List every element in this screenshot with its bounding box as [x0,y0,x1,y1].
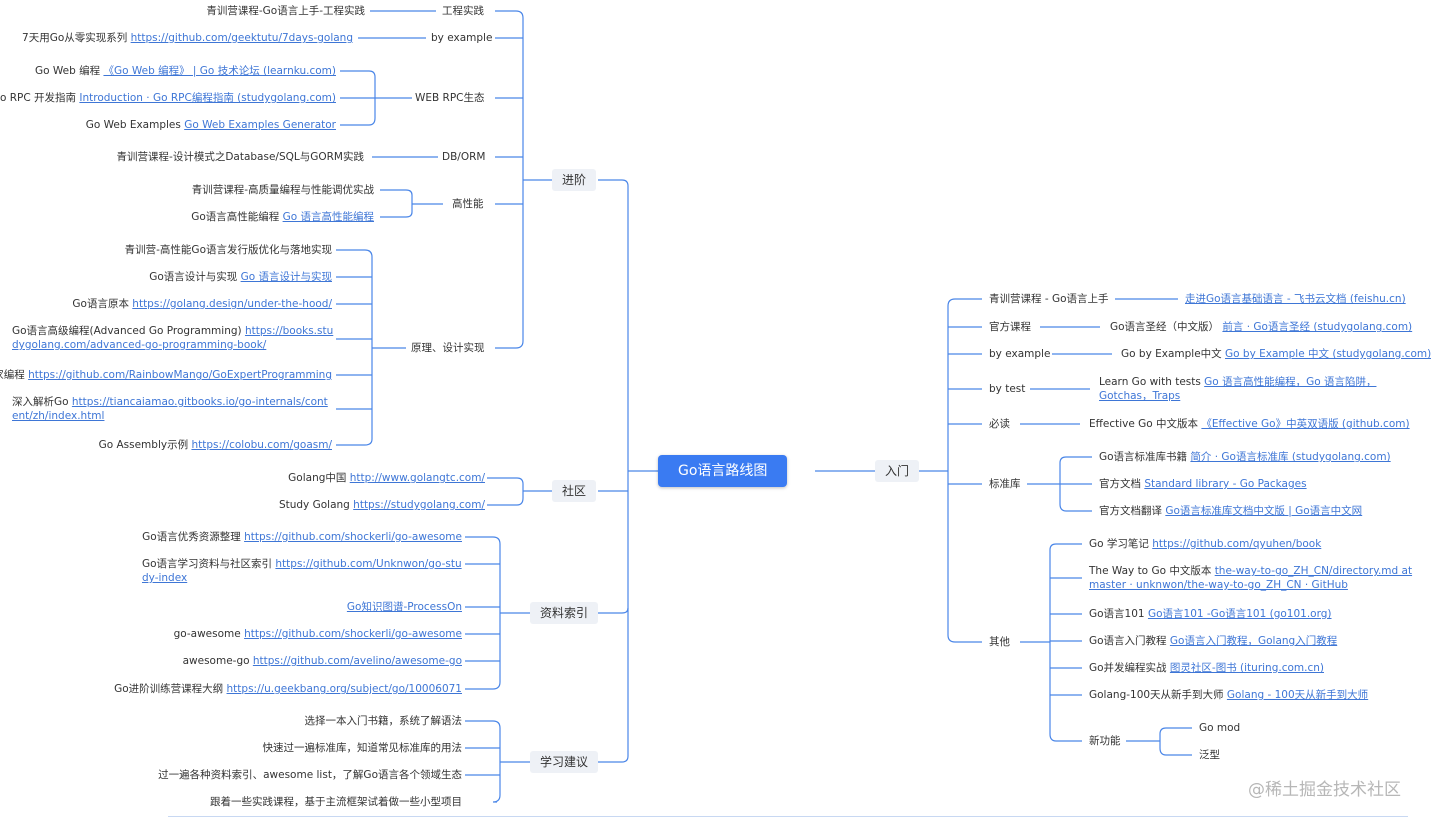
leaf-other-2: The Way to Go 中文版本 the-way-to-go_ZH_CN/d… [1089,565,1413,591]
link[interactable]: 《Effective Go》中英双语版 (github.com) [1201,418,1410,430]
sub-qingxun[interactable]: 青训营课程 - Go语言上手 [989,293,1109,305]
leaf-stdlib-3: 官方文档翻译 Go语言标准库文档中文版 | Go语言中文网 [1099,505,1363,517]
sub-guanfang[interactable]: 官方课程 [989,321,1031,333]
leaf-shequ-2: Study Golang https://studygolang.com/ [278,499,485,511]
leaf-jianyi-3: 过一遍各种资料索引、awesome list，了解Go语言各个领域生态 [158,769,462,781]
leaf-perf-1: 青训营课程-高质量编程与性能调优实战 [191,184,374,196]
sub-other[interactable]: 其他 [989,636,1010,648]
leaf-other-1: Go 学习笔记 https://github.com/qyuhen/book [1089,538,1322,550]
leaf-perf-2: Go语言高性能编程 Go 语言高性能编程 [191,211,374,223]
link[interactable]: https://github.com/avelino/awesome-go [252,655,462,667]
link[interactable]: 简介 · Go语言标准库 (studygolang.com) [1190,451,1391,463]
link[interactable]: Golang - 100天从新手到大师 [1226,689,1369,701]
category-jinjie[interactable]: 进阶 [552,169,597,191]
leaf-practice-1: 青训营课程-Go语言上手-工程实践 [206,5,365,17]
link[interactable]: Introduction · Go RPC编程指南 (studygolang.c… [79,92,336,104]
link[interactable]: https://golang.design/under-the-hood/ [132,298,332,310]
link[interactable]: Go 语言设计与实现 [240,271,332,283]
leaf-guanfang-1: Go语言圣经（中文版） 前言 · Go语言圣经 (studygolang.com… [1110,321,1413,333]
leaf-webrpc-2: Go RPC 开发指南 Introduction · Go RPC编程指南 (s… [0,92,336,104]
leaf-newfeature-2: 泛型 [1199,749,1220,761]
link[interactable]: https://github.com/shockerli/go-awesome [244,628,462,640]
sub-bidu[interactable]: 必读 [989,418,1010,430]
leaf-webrpc-3: Go Web Examples Go Web Examples Generato… [85,119,336,131]
leaf-byexample-r-1: Go by Example中文 Go by Example 中文 (studyg… [1121,348,1431,360]
leaf-principle-4: Go语言高级编程(Advanced Go Programming) https:… [12,325,334,351]
category-rumen[interactable]: 入门 [875,460,920,482]
link[interactable]: 前言 · Go语言圣经 (studygolang.com) [1222,321,1413,333]
link[interactable]: Standard library - Go Packages [1144,478,1307,490]
link[interactable]: http://www.golangtc.com/ [349,472,485,484]
leaf-byexample-1: 7天用Go从零实现系列 https://github.com/geektutu/… [22,32,353,44]
leaf-newfeature-1: Go mod [1199,722,1241,734]
leaf-jianyi-4: 跟着一些实践课程，基于主流框架试着做一些小型项目 [210,796,462,808]
link[interactable]: https://u.geekbang.org/subject/go/100060… [226,683,462,695]
link[interactable]: https://github.com/Unknwon/go-study-inde… [142,558,462,584]
category-shequ[interactable]: 社区 [552,480,597,502]
leaf-stdlib-2: 官方文档 Standard library - Go Packages [1099,478,1307,490]
leaf-other-4: Go语言入门教程 Go语言入门教程，Golang入门教程 [1089,635,1338,647]
link[interactable]: https://colobu.com/goasm/ [191,439,332,451]
link[interactable]: the-way-to-go_ZH_CN/directory.md at mast… [1089,565,1413,591]
leaf-jianyi-1: 选择一本入门书籍，系统了解语法 [304,715,463,727]
leaf-principle-1: 青训营-高性能Go语言发行版优化与落地实现 [124,244,332,256]
link[interactable]: Go Web Examples Generator [184,119,336,131]
link[interactable]: Go语言101 -Go语言101 (go101.org) [1147,608,1332,620]
leaf-bidu-1: Effective Go 中文版本 《Effective Go》中英双语版 (g… [1089,418,1410,430]
link[interactable]: https://github.com/geektutu/7days-golang [130,32,353,44]
sub-byexample-r[interactable]: by example [989,348,1051,360]
leaf-ziliao-1: Go语言优秀资源整理 https://github.com/shockerli/… [142,531,462,543]
link[interactable]: Go by Example 中文 (studygolang.com) [1225,348,1431,360]
leaf-principle-2: Go语言设计与实现 Go 语言设计与实现 [149,271,332,283]
leaf-ziliao-5: awesome-go https://github.com/avelino/aw… [182,655,462,667]
link[interactable]: Go 语言高性能编程，Go 语言陷阱，Gotchas，Traps [1099,376,1377,402]
watermark: @稀土掘金技术社区 [1248,780,1401,800]
leaf-shequ-1: Golang中国 http://www.golangtc.com/ [288,472,485,484]
link[interactable]: https://github.com/RainbowMango/GoExpert… [28,369,332,381]
sub-practice[interactable]: 工程实践 [442,5,484,17]
leaf-other-3: Go语言101 Go语言101 -Go语言101 (go101.org) [1089,608,1332,620]
leaf-other-5: Go并发编程实战 图灵社区-图书 (ituring.com.cn) [1089,662,1324,674]
leaf-ziliao-4: go-awesome https://github.com/shockerli/… [173,628,462,640]
category-ziliao[interactable]: 资料索引 [530,602,599,624]
link[interactable]: 《Go Web 编程》 | Go 技术论坛 (learnku.com) [103,65,336,77]
sub-db[interactable]: DB/ORM [442,151,486,163]
link[interactable]: Go语言标准库文档中文版 | Go语言中文网 [1165,505,1363,517]
category-jianyi[interactable]: 学习建议 [530,751,599,773]
sub-perf[interactable]: 高性能 [452,198,484,210]
link[interactable]: Go语言入门教程，Golang入门教程 [1169,635,1338,647]
sub-bytest[interactable]: by test [989,383,1026,395]
leaf-qingxun-1: 走进Go语言基础语言 - 飞书云文档 (feishu.cn) [1185,292,1406,306]
leaf-db-1: 青训营课程-设计模式之Database/SQL与GORM实践 [116,151,364,163]
root-node[interactable]: Go语言路线图 [658,455,788,487]
leaf-stdlib-1: Go语言标准库书籍 简介 · Go语言标准库 (studygolang.com) [1099,451,1391,463]
sub-principle[interactable]: 原理、设计实现 [411,342,485,354]
leaf-jianyi-2: 快速过一遍标准库，知道常见标准库的用法 [262,742,463,754]
sub-newfeature[interactable]: 新功能 [1089,735,1121,747]
link[interactable]: Go 语言高性能编程 [282,211,374,223]
link[interactable]: 走进Go语言基础语言 - 飞书云文档 (feishu.cn) [1185,293,1406,305]
leaf-webrpc-1: Go Web 编程 《Go Web 编程》 | Go 技术论坛 (learnku… [34,65,336,77]
leaf-principle-5: Go专家编程 https://github.com/RainbowMango/G… [0,369,332,381]
sub-stdlib[interactable]: 标准库 [989,478,1021,490]
link[interactable]: https://github.com/shockerli/go-awesome [244,531,462,543]
link[interactable]: https://books.studygolang.com/advanced-g… [12,325,334,351]
leaf-ziliao-3: Go知识图谱-ProcessOn [347,600,462,614]
leaf-principle-3: Go语言原本 https://golang.design/under-the-h… [72,298,332,310]
leaf-bytest-1: Learn Go with tests Go 语言高性能编程，Go 语言陷阱，G… [1099,376,1377,402]
leaf-other-6: Golang-100天从新手到大师 Golang - 100天从新手到大师 [1089,689,1369,701]
link[interactable]: https://github.com/qyuhen/book [1152,538,1322,550]
link[interactable]: https://tiancaiamao.gitbooks.io/go-inter… [12,396,328,422]
leaf-ziliao-6: Go进阶训练营课程大纲 https://u.geekbang.org/subje… [114,683,462,695]
sub-byexample[interactable]: by example [431,32,493,44]
link[interactable]: https://studygolang.com/ [353,499,485,511]
leaf-principle-6: 深入解析Go https://tiancaiamao.gitbooks.io/g… [12,396,328,422]
leaf-principle-7: Go Assembly示例 https://colobu.com/goasm/ [98,439,332,451]
link[interactable]: 图灵社区-图书 (ituring.com.cn) [1169,662,1324,674]
sub-webrpc[interactable]: WEB RPC生态 [415,92,485,104]
bottom-divider [168,816,1408,817]
link[interactable]: Go知识图谱-ProcessOn [346,601,462,613]
leaf-ziliao-2: Go语言学习资料与社区索引 https://github.com/Unknwon… [142,558,462,584]
